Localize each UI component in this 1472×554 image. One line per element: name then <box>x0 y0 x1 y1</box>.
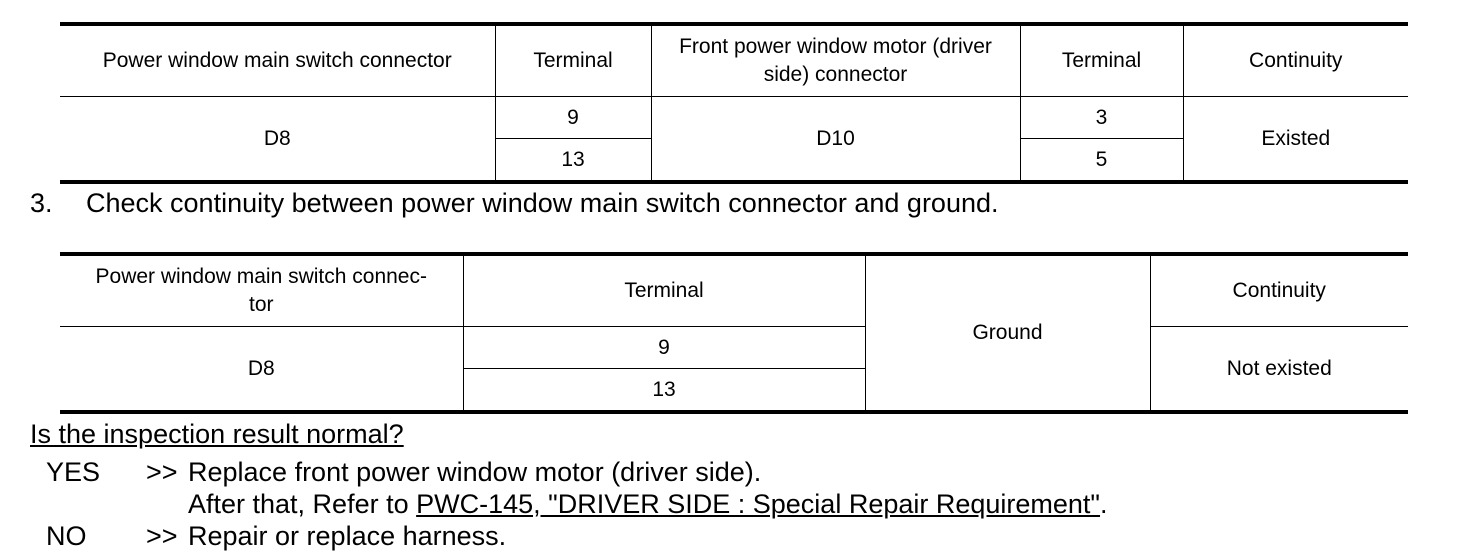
connector-cell: D8 <box>60 96 496 184</box>
yes-followup: After that, Refer to PWC-145, "DRIVER SI… <box>188 488 1108 520</box>
arrow-marker: >> <box>146 521 178 551</box>
header-main-switch-connector: Power window main switch connec-tor <box>60 252 464 327</box>
repair-requirement-link[interactable]: PWC-145, "DRIVER SIDE : Special Repair R… <box>416 489 1101 519</box>
followup-suffix: . <box>1100 489 1108 519</box>
connector-cell: D8 <box>60 326 464 414</box>
step-text: Check continuity between power window ma… <box>86 188 999 218</box>
step-number: 3. <box>30 188 53 218</box>
header-terminal: Terminal <box>462 252 866 327</box>
terminal-cell: 5 <box>1019 138 1183 184</box>
step-3-instruction: 3. Check continuity between power window … <box>30 186 999 220</box>
no-instruction: Repair or replace harness. <box>188 521 507 551</box>
terminal-cell: 9 <box>494 96 652 139</box>
continuity-cell: Not existed <box>1149 326 1408 414</box>
yes-answer: YES >> Replace front power window motor (d… <box>46 456 761 488</box>
yes-label: YES <box>46 457 101 487</box>
terminal-cell: 13 <box>463 368 865 414</box>
no-label: NO <box>46 521 87 551</box>
connector-cell: D10 <box>650 96 1021 184</box>
ground-cell: Ground <box>864 252 1151 414</box>
header-continuity: Continuity <box>1182 22 1408 97</box>
header-terminal: Terminal <box>1019 22 1184 97</box>
terminal-cell: 13 <box>495 138 652 184</box>
header-continuity: Continuity <box>1149 252 1408 327</box>
continuity-table-motor: Power window main switch connector Termi… <box>60 22 1408 184</box>
terminal-cell: 3 <box>1019 96 1184 139</box>
continuity-table-ground: Power window main switch connec-tor Term… <box>60 252 1408 414</box>
followup-prefix: After that, Refer to <box>188 489 417 519</box>
terminal-cell: 9 <box>462 326 866 369</box>
arrow-marker: >> <box>146 457 178 487</box>
continuity-cell: Existed <box>1182 96 1408 184</box>
inspection-question: Is the inspection result normal? <box>30 419 404 449</box>
header-terminal: Terminal <box>494 22 652 97</box>
yes-instruction: Replace front power window motor (driver… <box>188 457 762 487</box>
header-main-switch-connector: Power window main switch connector <box>60 22 496 97</box>
no-answer: NO >> Repair or replace harness. <box>46 520 506 552</box>
